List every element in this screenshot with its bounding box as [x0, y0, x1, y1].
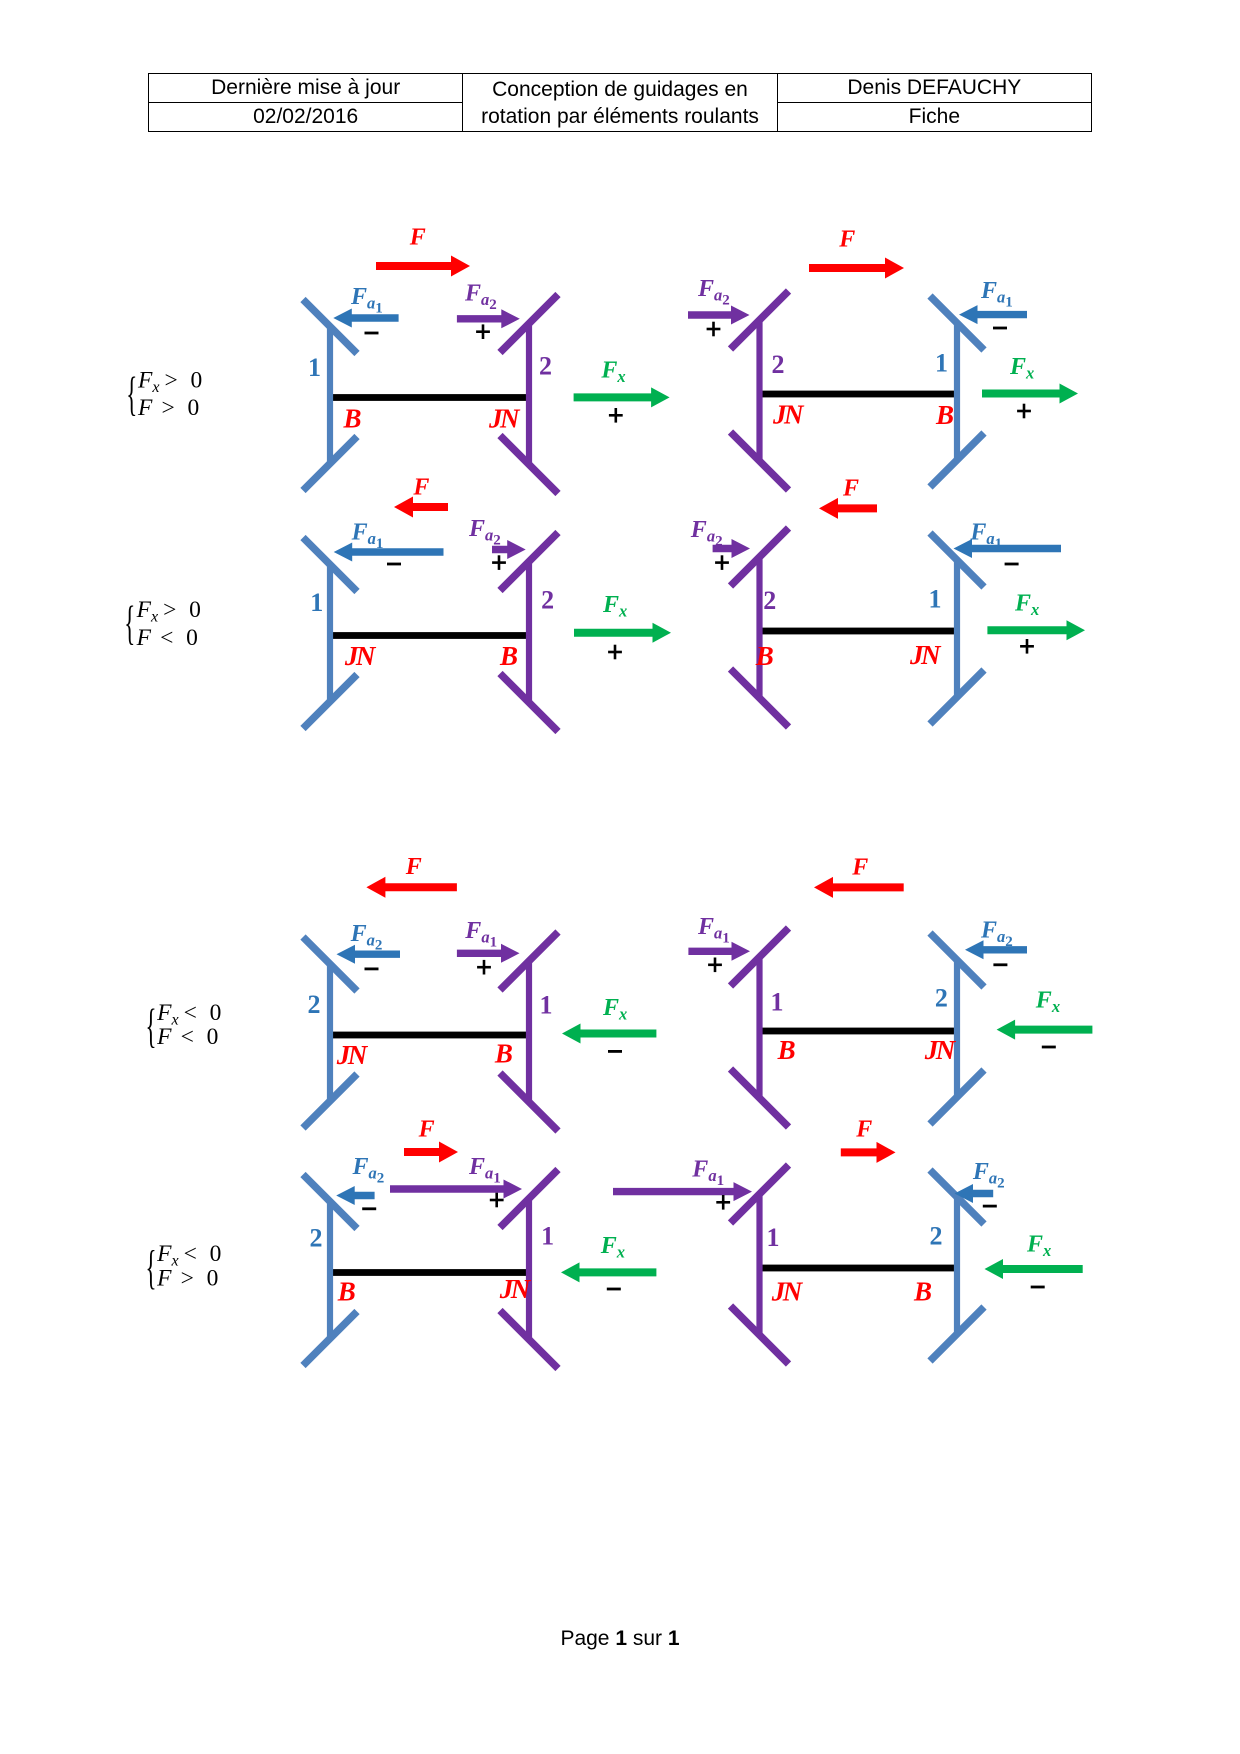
svg-text:1: 1 [540, 991, 553, 1020]
svg-text:Fx<0: Fx<0 [156, 1241, 221, 1270]
svg-text:Fx: Fx [1035, 988, 1060, 1017]
svg-text:Fx: Fx [600, 357, 625, 386]
svg-text:JN: JN [924, 1035, 957, 1065]
svg-text:F: F [851, 854, 868, 880]
svg-text:B: B [337, 1277, 356, 1307]
svg-text:JN: JN [772, 399, 805, 429]
svg-text:2: 2 [935, 984, 948, 1013]
svg-text:{: { [124, 596, 135, 649]
svg-text:JN: JN [336, 1040, 369, 1070]
svg-text:2: 2 [308, 990, 321, 1019]
svg-text:1: 1 [541, 1222, 554, 1251]
svg-text:F: F [855, 1117, 872, 1143]
svg-text:F<0: F<0 [136, 625, 198, 651]
svg-text:Fa2: Fa2 [468, 516, 501, 549]
svg-text:Fa2: Fa2 [464, 281, 497, 314]
svg-text:F: F [405, 854, 422, 880]
svg-text:Fx>0: Fx>0 [136, 597, 201, 626]
svg-text:Fa1: Fa1 [468, 1154, 501, 1187]
svg-text:B: B [777, 1035, 796, 1065]
svg-text:Fx<0: Fx<0 [156, 1000, 221, 1029]
svg-text:B: B [342, 403, 361, 433]
svg-text:1: 1 [935, 349, 948, 378]
svg-text:Fa1: Fa1 [464, 918, 497, 951]
svg-text:Fa2: Fa2 [352, 1154, 385, 1187]
svg-text:Fa1: Fa1 [697, 914, 730, 947]
svg-text:Fx: Fx [600, 1233, 625, 1262]
svg-text:B: B [913, 1277, 932, 1307]
svg-text:1: 1 [771, 988, 784, 1017]
svg-text:F>0: F>0 [156, 1265, 218, 1291]
svg-text:1: 1 [310, 588, 323, 617]
svg-text:{: { [146, 1241, 157, 1294]
svg-text:1: 1 [308, 353, 321, 382]
svg-text:2: 2 [310, 1224, 323, 1253]
svg-text:B: B [499, 641, 518, 671]
svg-text:2: 2 [541, 586, 554, 615]
svg-text:Fa2: Fa2 [690, 517, 723, 550]
svg-text:Fa1: Fa1 [980, 278, 1013, 311]
svg-text:Fa2: Fa2 [697, 276, 730, 309]
svg-text:F: F [412, 474, 429, 500]
svg-text:JN: JN [344, 641, 377, 671]
svg-text:2: 2 [763, 586, 776, 615]
svg-text:Fa2: Fa2 [980, 918, 1013, 951]
svg-text:JN: JN [771, 1277, 804, 1307]
svg-text:2: 2 [539, 352, 552, 381]
svg-text:JN: JN [909, 640, 942, 670]
svg-text:F: F [838, 227, 855, 253]
svg-text:F: F [842, 475, 859, 501]
svg-text:{: { [126, 367, 137, 420]
svg-text:Fx: Fx [602, 995, 627, 1024]
svg-text:F: F [409, 225, 426, 251]
svg-text:Fx: Fx [602, 592, 627, 621]
svg-text:JN: JN [488, 403, 521, 433]
svg-text:1: 1 [767, 1223, 780, 1252]
svg-text:2: 2 [930, 1222, 943, 1251]
svg-text:F: F [418, 1117, 435, 1143]
svg-text:Fa1: Fa1 [350, 284, 383, 317]
svg-text:Fa1: Fa1 [351, 520, 384, 553]
svg-text:Fa1: Fa1 [691, 1156, 724, 1189]
svg-text:F>0: F>0 [137, 395, 199, 421]
svg-text:{: { [146, 1000, 157, 1053]
svg-text:2: 2 [772, 350, 785, 379]
svg-text:JN: JN [499, 1274, 532, 1304]
svg-text:Fx: Fx [1026, 1231, 1051, 1260]
svg-text:F<0: F<0 [156, 1024, 218, 1050]
svg-text:B: B [755, 641, 774, 671]
svg-text:B: B [494, 1038, 513, 1068]
svg-text:B: B [935, 400, 954, 430]
svg-text:Fa2: Fa2 [972, 1159, 1005, 1192]
svg-text:Fx: Fx [1014, 591, 1039, 620]
svg-text:Fx>0: Fx>0 [137, 368, 202, 397]
svg-text:Fx: Fx [1009, 354, 1034, 383]
svg-text:1: 1 [929, 584, 942, 613]
